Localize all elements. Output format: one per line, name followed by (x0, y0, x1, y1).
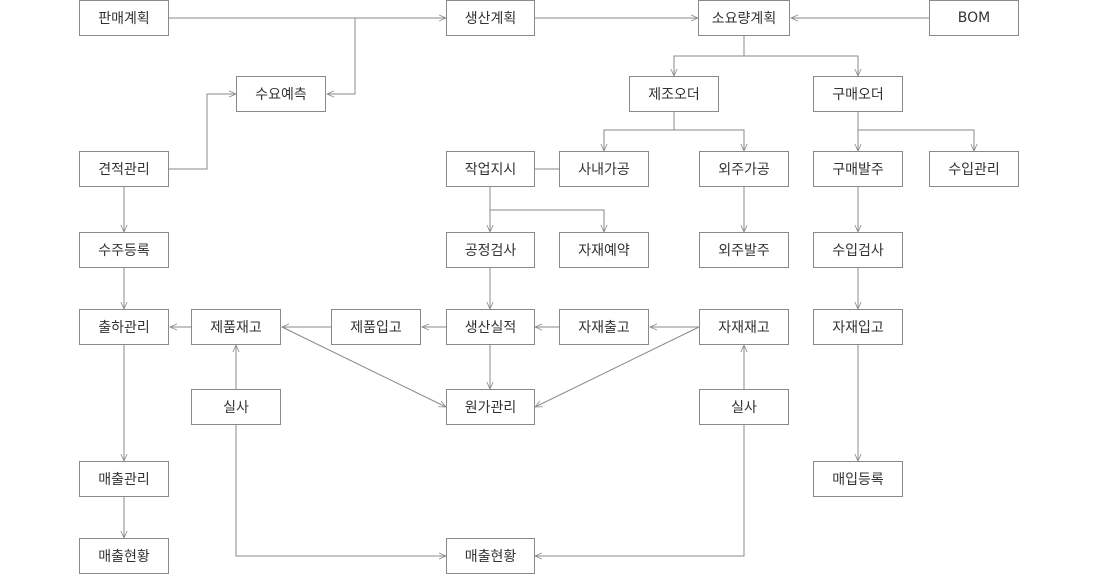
node-inhouse-processing: 사내가공 (559, 151, 649, 187)
edge-right-inventory-check-to-sales-status (535, 425, 745, 556)
node-work-instruction: 작업지시 (446, 151, 535, 187)
node-outsourced-processing: 외주가공 (699, 151, 789, 187)
node-import-inspection: 수입검사 (813, 232, 903, 268)
edge-mrp-to-manufacturing-order (674, 36, 745, 76)
edge-manufacturing-order-to-outsourced (674, 129, 744, 151)
node-material-reservation: 자재예약 (559, 232, 649, 268)
node-purchase-registration: 매입등록 (813, 461, 903, 497)
node-order-registration: 수주등록 (79, 232, 169, 268)
node-product-inventory: 제품재고 (191, 309, 281, 345)
node-material-issue: 자재출고 (559, 309, 649, 345)
node-sales-management: 매출관리 (79, 461, 169, 497)
node-cost-management: 원가관리 (446, 389, 535, 425)
edge-manufacturing-order-to-inhouse (604, 112, 675, 151)
node-sales-plan: 판매계획 (79, 0, 169, 36)
edge-mrp-to-purchase-order (744, 55, 858, 76)
node-product-receipt: 제품입고 (331, 309, 421, 345)
node-production-results: 생산실적 (446, 309, 535, 345)
edge-estimate-to-demand-forecast (169, 94, 236, 170)
node-mrp: 소요량계획 (698, 0, 790, 36)
edge-product-inventory-to-cost-management (281, 326, 446, 408)
node-inventory-check-right: 실사 (699, 389, 789, 425)
node-purchase-order: 구매오더 (813, 76, 903, 112)
node-production-plan: 생산계획 (446, 0, 535, 36)
edge-sales-plan-to-demand-forecast (327, 18, 356, 94)
node-estimate-management: 견적관리 (79, 151, 169, 187)
node-sales-status-center: 매출현황 (446, 538, 535, 574)
node-inventory-check-left: 실사 (191, 389, 281, 425)
edge-work-instruction-to-material-reservation (490, 209, 604, 232)
edge-purchase-order-to-import-management (858, 129, 974, 151)
node-bom: BOM (929, 0, 1019, 36)
node-import-management: 수입관리 (929, 151, 1019, 187)
node-shipping-management: 출하관리 (79, 309, 169, 345)
edge-left-inventory-check-to-sales-status (235, 425, 446, 556)
node-material-inventory: 자재재고 (699, 309, 789, 345)
node-material-receipt: 자재입고 (813, 309, 903, 345)
node-demand-forecast: 수요예측 (236, 76, 326, 112)
edge-material-inventory-to-cost-management (535, 326, 700, 408)
node-sales-status-left: 매출현황 (79, 538, 169, 574)
node-process-inspection: 공정검사 (446, 232, 535, 268)
node-outsourcing-order: 외주발주 (699, 232, 789, 268)
node-purchasing: 구매발주 (813, 151, 903, 187)
node-manufacturing-order: 제조오더 (629, 76, 719, 112)
